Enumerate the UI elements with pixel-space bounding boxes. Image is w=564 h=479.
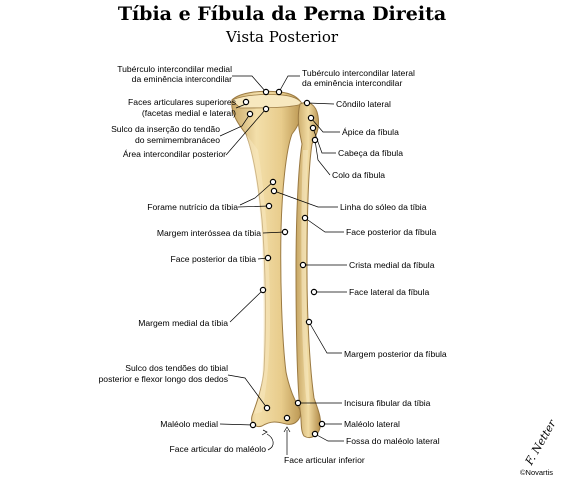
pin-face-articular-inferior	[283, 414, 291, 422]
label-sulco-semimembranaceo-line2: do semimembranáceo	[135, 135, 220, 145]
pin-tuberculo-lateral	[275, 88, 283, 96]
pin-area-intercondilar	[262, 105, 270, 113]
pin-face-posterior-fibula	[301, 214, 309, 222]
pin-apice-fibula	[307, 114, 315, 122]
label-fossa-maleolo-lateral: Fossa do maléolo lateral	[346, 436, 440, 446]
pin-margem-posterior-fibula	[305, 318, 313, 326]
label-maleolo-lateral: Maléolo lateral	[344, 419, 400, 429]
artist-signature: F. Netter	[522, 417, 559, 468]
label-forame-nutricio: Forame nutrício da tíbia	[147, 202, 238, 212]
label-condilo-lateral: Côndilo lateral	[336, 99, 391, 109]
pin-sulco-tendoes	[263, 404, 271, 412]
pin-forame-nutricio	[269, 178, 277, 186]
pin-face-lateral-fibula	[310, 288, 318, 296]
label-margem-medial-tibia: Margem medial da tíbia	[138, 318, 228, 328]
label-maleolo-medial: Maléolo medial	[160, 419, 218, 429]
label-area-intercondilar: Área intercondilar posterior	[123, 149, 226, 159]
label-crista-medial-fibula: Crista medial da fíbula	[349, 260, 435, 270]
label-cabeca-fibula: Cabeça da fíbula	[338, 148, 403, 158]
label-face-posterior-fibula: Face posterior da fíbula	[346, 227, 437, 237]
pin-margem-interossea	[281, 228, 289, 236]
pin-margem-medial-tibia	[259, 286, 267, 294]
plate-subtitle: Vista Posterior	[225, 28, 339, 46]
label-sulco-semimembranaceo-line1: Sulco da inserção do tendão	[111, 124, 220, 134]
pin-fossa-maleolo	[311, 430, 319, 438]
pin-margem-interossea-upper	[265, 202, 273, 210]
label-tuberculo-lateral-line2: da eminência intercondilar	[302, 78, 402, 88]
fibula-highlight	[301, 150, 310, 405]
pin-maleolo-lateral	[318, 420, 326, 428]
pin-linha-soleo	[270, 187, 278, 195]
plate-title: Tíbia e Fíbula da Perna Direita	[117, 3, 447, 25]
pin-faces-articulares	[242, 98, 250, 106]
pin-incisura-fibular	[294, 399, 302, 407]
pin-sulco-semimembranaceo	[246, 110, 254, 118]
pin-colo-fibula	[311, 136, 319, 144]
pin-maleolo-medial	[249, 421, 257, 429]
tibia-medial-shadow	[246, 134, 270, 414]
label-face-posterior-tibia: Face posterior da tíbia	[170, 254, 256, 264]
pin-crista-medial-fibula	[299, 261, 307, 269]
label-face-articular-inferior: Face articular inferior	[284, 455, 365, 465]
pin-markers	[242, 88, 326, 438]
pin-cabeca-fibula	[309, 124, 317, 132]
label-sulco-tendoes-line2: posterior e flexor longo dos dedos	[99, 374, 228, 384]
anatomy-labels: Tubérculo intercondilar medial da eminên…	[99, 64, 447, 465]
label-apice-fibula: Ápice da fíbula	[342, 127, 399, 137]
pin-condilo-lateral	[303, 99, 311, 107]
leader-lines	[219, 75, 347, 455]
pin-tuberculo-medial	[262, 88, 270, 96]
pin-face-posterior-tibia	[264, 254, 272, 262]
label-margem-interossea: Margem interóssea da tíbia	[157, 228, 261, 238]
label-tuberculo-lateral-line1: Tubérculo intercondilar lateral	[302, 68, 415, 78]
label-colo-fibula: Colo da fíbula	[332, 170, 385, 180]
label-faces-articulares-line1: Faces articulares superiores	[128, 97, 236, 107]
label-tuberculo-medial-line2: da eminência intercondilar	[132, 74, 232, 84]
label-linha-soleo: Linha do sóleo da tíbia	[340, 202, 427, 212]
label-tuberculo-medial-line1: Tubérculo intercondilar medial	[117, 64, 232, 74]
label-margem-posterior-fibula: Margem posterior da fíbula	[344, 349, 447, 359]
label-sulco-tendoes-line1: Sulco dos tendões do tibial	[125, 363, 228, 373]
label-face-lateral-fibula: Face lateral da fíbula	[349, 287, 429, 297]
label-faces-articulares-line2: (facetas medial e lateral)	[142, 108, 236, 118]
copyright-notice: ©Novartis	[520, 468, 553, 477]
label-incisura-fibular: Incisura fibular da tíbia	[344, 398, 431, 408]
label-face-articular-maleolo: Face articular do maléolo	[170, 444, 267, 454]
